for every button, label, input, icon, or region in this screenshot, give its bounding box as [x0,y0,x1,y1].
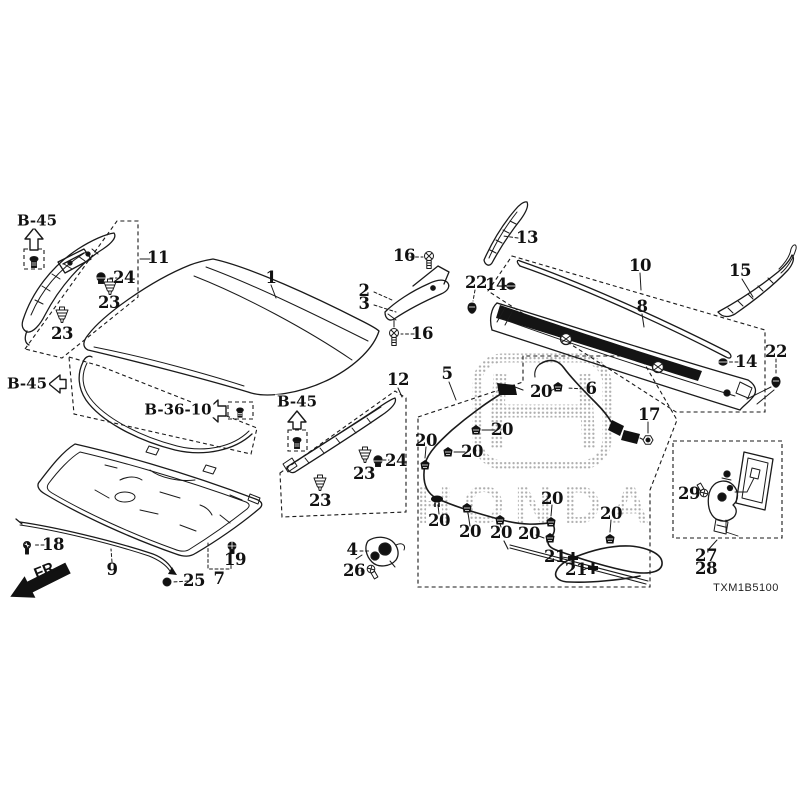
trim-dashed-box [279,390,407,518]
part-callout-24: 24 [385,450,407,470]
part-callout-17: 17 [638,404,660,424]
part-callout-20: 20 [415,430,437,450]
windshield-lower-molding [516,259,732,359]
ref-label-b-36-10: B-36-10 [142,400,214,419]
cowl-dashed-box [487,255,766,413]
part-callout-20: 20 [490,522,512,542]
opener-dashed-box [672,440,783,539]
part-callout-7: 7 [213,568,225,588]
part-callout-20: 20 [428,510,450,530]
clip-23-glyphs [55,278,372,491]
part-callout-16: 16 [411,323,433,343]
part-callout-14: 14 [735,351,757,371]
part-callout-20: 20 [461,441,483,461]
b45-left-arrow [48,374,67,394]
b45-up-arrow-1 [24,227,44,251]
ref-label-b-45: B-45 [274,392,320,411]
misc-fastener-glyphs [23,282,781,587]
part-callout-11: 11 [147,247,169,267]
part-callout-20: 20 [600,503,622,523]
part-callout-1: 1 [265,267,277,287]
hood-panel [83,258,380,396]
ref-label-b-45: B-45 [14,211,60,230]
part-callout-2: 2 [358,280,370,300]
hood-front-seal [78,355,253,454]
leader-lines [139,258,775,571]
hinge-left-dashed-box [24,220,139,359]
nut-17-glyph [642,435,654,445]
clip-25-glyph [162,577,172,587]
hood-hinge-left [21,232,116,346]
part-callout-23: 23 [309,490,331,510]
part-callout-20: 20 [518,523,540,543]
fr-direction-arrow [10,562,71,598]
diagram-code: TXM1B5100 [713,582,779,594]
hood-edge-trim [282,397,397,474]
hood-wire-assembly [423,359,663,585]
part-callout-10: 10 [629,255,651,275]
part-callout-27: 27 [695,545,717,565]
clip-21-glyphs [568,552,598,574]
part-callout-19: 19 [224,549,246,569]
bolt-16-glyphs [366,251,709,580]
ref-box-bolt-glyphs [29,256,302,449]
part-callout-20: 20 [459,521,481,541]
hood-opener-assembly [707,451,774,537]
part-callout-22: 22 [765,341,787,361]
hood-insulator [37,443,263,557]
part-callout-3: 3 [358,293,370,313]
part-callout-16: 16 [393,245,415,265]
cable-dashed-box [417,355,678,588]
part-callout-23: 23 [51,323,73,343]
part-callout-29: 29 [678,483,700,503]
hood-seal-rubber [15,518,177,575]
part-callout-20: 20 [541,488,563,508]
b45-bolt-box-2 [287,429,308,452]
part-callout-25: 25 [183,570,205,590]
ref-label-b-45: B-45 [4,374,50,393]
part-callout-12: 12 [387,369,409,389]
part-callout-20: 20 [491,419,513,439]
cowl-side-garnish-right [717,244,797,318]
cowl-top-assembly [490,302,757,411]
hood-hinge-right [384,265,450,328]
part-callout-22: 22 [465,272,487,292]
b3610-left-arrow [205,399,227,423]
part-callout-21: 21 [565,559,587,579]
b45-up-arrow-2 [287,410,307,430]
part-callout-5: 5 [441,363,453,383]
part-callout-24: 24 [113,267,135,287]
bolt-26-glyph [366,564,379,580]
clip-24-glyphs [96,272,383,467]
part-callout-23: 23 [353,463,375,483]
part-callout-9: 9 [106,559,118,579]
part-callout-21: 21 [544,546,566,566]
part-callout-4: 4 [346,539,358,559]
part-callout-20: 20 [530,381,552,401]
part-callout-8: 8 [636,296,648,316]
clip-20-glyphs [420,382,615,544]
part-callout-18: 18 [42,534,64,554]
cowl-side-garnish-left [483,201,529,266]
honda-h-mark [472,353,612,470]
part-callout-23: 23 [98,292,120,312]
part-callout-13: 13 [516,227,538,247]
leader-lines-dashed [32,235,777,583]
part-callout-6: 6 [585,378,597,398]
hood-lock [355,536,405,568]
part-callout-28: 28 [695,558,717,578]
part-callout-26: 26 [343,560,365,580]
bolt-29-glyph [696,482,709,498]
part-callout-15: 15 [729,260,751,280]
part-callout-14: 14 [485,274,507,294]
